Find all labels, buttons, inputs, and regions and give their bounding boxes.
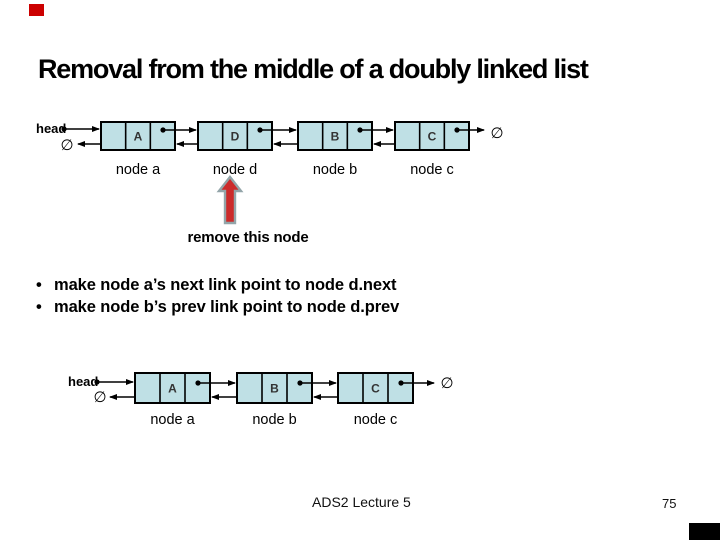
node-label: node c xyxy=(410,162,454,178)
footer-page-number: 75 xyxy=(662,496,677,511)
null-symbol: ∅ xyxy=(440,375,453,392)
bullet-item: make node b’s prev link point to node d.… xyxy=(36,296,399,318)
head-label: head xyxy=(36,121,66,136)
up-arrow-shape xyxy=(216,175,244,225)
node-letter: A xyxy=(168,382,177,396)
pointer-dot xyxy=(297,380,303,386)
node-label: node c xyxy=(354,412,398,428)
node-box xyxy=(236,372,313,404)
null-symbol: ∅ xyxy=(93,389,106,406)
node-box xyxy=(134,372,211,404)
node-label: node a xyxy=(150,412,195,428)
node-label: node d xyxy=(213,162,257,178)
node-letter: C xyxy=(428,130,437,144)
node-box xyxy=(197,121,273,151)
bullet-list: make node a’s next link point to node d.… xyxy=(36,274,399,318)
head-label: head xyxy=(68,374,98,389)
top-left-accent-mark xyxy=(29,4,44,16)
null-symbol: ∅ xyxy=(490,125,503,142)
node-letter: B xyxy=(331,130,340,144)
node-letter: D xyxy=(231,130,240,144)
node-letter: C xyxy=(371,382,380,396)
node-label: node a xyxy=(116,162,161,178)
pointer-dot xyxy=(257,127,263,133)
node-box xyxy=(100,121,176,151)
remove-node-up-arrow-icon xyxy=(216,175,244,225)
node-letter: A xyxy=(134,130,143,144)
bullet-item: make node a’s next link point to node d.… xyxy=(36,274,399,296)
node-letter: B xyxy=(270,382,279,396)
page-title: Removal from the middle of a doubly link… xyxy=(38,54,589,84)
node-label: node b xyxy=(252,412,296,428)
node-label: node b xyxy=(313,162,357,178)
node-box xyxy=(297,121,373,151)
node-box xyxy=(394,121,470,151)
null-symbol: ∅ xyxy=(60,137,73,154)
remove-annotation-label: remove this node xyxy=(187,229,309,246)
node-box xyxy=(337,372,414,404)
bottom-right-accent-mark xyxy=(689,523,720,540)
footer-lecture-label: ADS2 Lecture 5 xyxy=(312,494,411,510)
